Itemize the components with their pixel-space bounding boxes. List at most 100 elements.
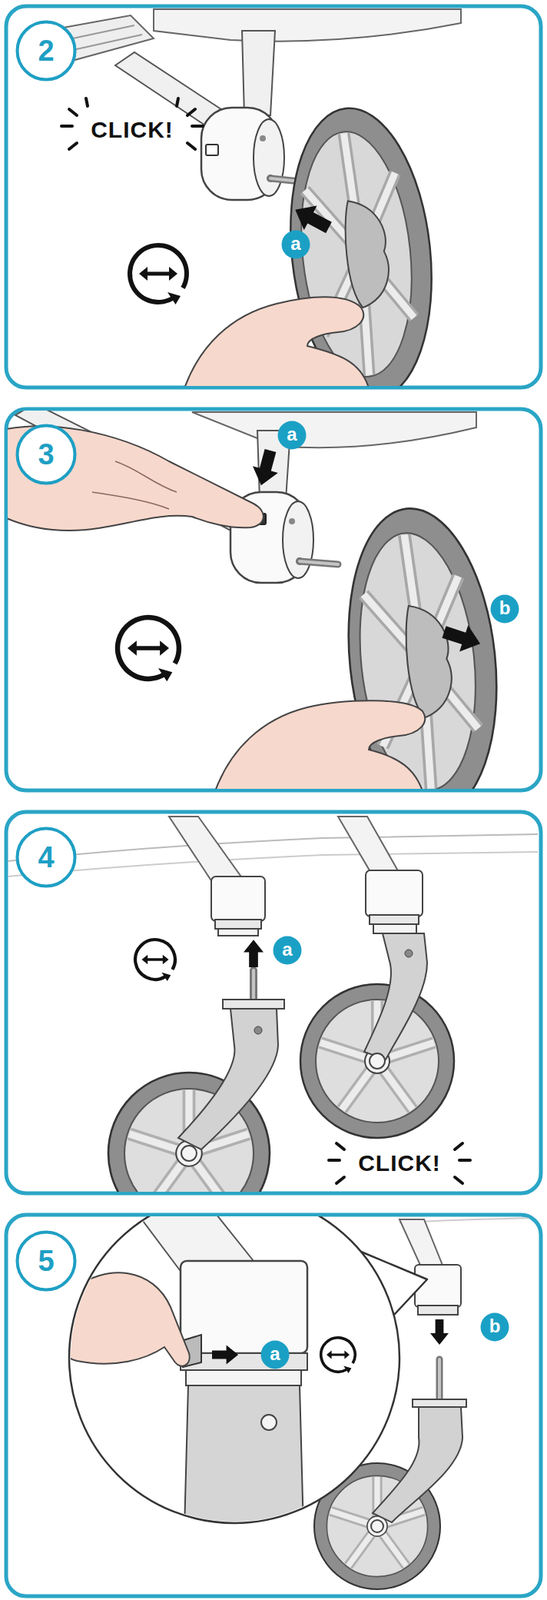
panel-4-drawing-part — [211, 875, 266, 921]
panel-2-drawing-part — [65, 25, 143, 50]
panel-3-drawing-part — [192, 411, 477, 448]
panel-5-drawing-part — [417, 1304, 458, 1314]
panel-3-drawing-part — [282, 500, 314, 578]
panel-5-drawing-part — [436, 1358, 444, 1400]
panel-4-drawing-part — [135, 938, 176, 981]
panel-2-drawing-part — [184, 296, 369, 386]
magnified-detail-part — [185, 1369, 302, 1385]
panel-5-drawing-part — [371, 1518, 384, 1532]
callout-letter: a — [260, 1339, 290, 1369]
click-marks-part — [61, 124, 73, 128]
sound-label: CLICK! — [90, 116, 174, 143]
step-number: 5 — [15, 1229, 77, 1291]
panel-4-drawing-part — [364, 932, 428, 1059]
panel-2-drawing — [46, 9, 461, 386]
panel-3-drawing-part — [299, 560, 339, 564]
click-marks-part — [69, 142, 77, 150]
click-marks-part — [192, 124, 203, 128]
panel-3-drawing-part — [7, 425, 264, 531]
callout-letter-text: b — [499, 598, 511, 620]
panel-4-drawing-part — [215, 918, 262, 929]
panel-3-drawing-part — [299, 560, 339, 564]
badge-circle — [278, 421, 307, 450]
badge-circle — [490, 594, 520, 624]
panel-4-drawing-part — [222, 998, 285, 1008]
click-marks-part — [86, 98, 88, 107]
panel-4-drawing-part — [181, 1144, 197, 1161]
panel-4-drawing-part — [178, 1007, 279, 1149]
magnified-detail-part — [53, 1271, 190, 1365]
badge-circle — [480, 1312, 510, 1341]
panel-4-drawing-part — [404, 948, 413, 957]
click-marks-part — [187, 109, 196, 116]
panel-2-drawing-part — [205, 144, 219, 156]
step-number-text: 2 — [37, 36, 54, 66]
panel-4-drawing-part — [254, 1025, 262, 1034]
step-circle — [17, 1231, 76, 1290]
panel-3-drawing-part — [248, 447, 283, 489]
panel-3-drawing — [7, 410, 511, 789]
click-marks-part — [336, 1142, 345, 1149]
step-number-text: 4 — [37, 842, 54, 872]
panel-2-drawing-part — [253, 119, 285, 196]
panel-4-drawing-part — [365, 869, 423, 916]
callout-letter-text: a — [286, 424, 297, 446]
callout-letter: a — [277, 420, 307, 450]
callout-letter: b — [490, 593, 520, 624]
callout-letter-text: a — [269, 1343, 280, 1365]
click-marks-part — [336, 1176, 345, 1183]
panel-4-drawing-part — [251, 969, 256, 1001]
panel-5-drawing-part — [399, 1218, 444, 1270]
panel-4-drawing-part — [249, 969, 258, 1001]
panel-5-drawing-part — [430, 1318, 449, 1344]
magnified-detail — [53, 1215, 308, 1529]
magnified-detail-part — [184, 1384, 304, 1529]
panel-3-drawing-part — [117, 616, 180, 681]
panel-2-drawing-part — [259, 135, 266, 142]
panel-4-drawing-part — [369, 914, 419, 924]
magnified-detail-part — [261, 1413, 277, 1429]
badge-circle — [281, 230, 311, 259]
click-marks-part — [459, 1157, 471, 1161]
step-panel-part — [6, 6, 541, 388]
panel-3-drawing-part — [288, 517, 296, 524]
badge-circle — [273, 935, 302, 965]
sound-label: CLICK! — [358, 1149, 441, 1175]
click-marks-part — [328, 1157, 340, 1161]
panel-4-drawing-part — [218, 928, 259, 935]
click-marks-part — [187, 142, 196, 150]
panel-4-drawing-part — [369, 1052, 385, 1068]
panel-4-drawing-part — [243, 938, 264, 967]
panel-3-drawing-part — [215, 699, 425, 789]
panel-4-drawing-part — [7, 851, 538, 876]
badge-circle — [261, 1339, 290, 1369]
step-number-text: 5 — [37, 1245, 54, 1275]
panel-5-drawing — [53, 1215, 538, 1588]
panel-5-drawing-part — [321, 1336, 355, 1373]
magnified-detail-part — [212, 1344, 239, 1364]
click-marks — [61, 98, 203, 150]
click-marks — [328, 1142, 471, 1183]
panel-2-drawing-part — [129, 245, 187, 305]
callout-letter: a — [272, 934, 302, 965]
panel-4-drawing — [7, 815, 538, 1191]
click-marks-part — [69, 109, 77, 116]
step-number: 3 — [15, 423, 77, 485]
callout-letter: b — [480, 1311, 510, 1341]
panel-5-drawing-part — [437, 1358, 441, 1400]
callout-letter: a — [281, 229, 311, 259]
callout-letter-text: b — [489, 1316, 501, 1337]
step-number-text: 3 — [37, 439, 54, 469]
step-number: 4 — [15, 825, 77, 888]
panel-5-drawing-part — [412, 1398, 467, 1406]
panel-4-drawing-part — [373, 923, 417, 933]
panel-2-drawing-part — [153, 9, 461, 42]
step-number: 2 — [15, 19, 77, 82]
step-panel-part — [6, 811, 541, 1193]
click-marks-part — [454, 1142, 463, 1149]
panel-4-drawing-part — [300, 983, 455, 1138]
panel-2-drawing-part — [242, 30, 276, 116]
click-marks-part — [454, 1176, 463, 1183]
panel-3-drawing-part — [92, 460, 177, 509]
